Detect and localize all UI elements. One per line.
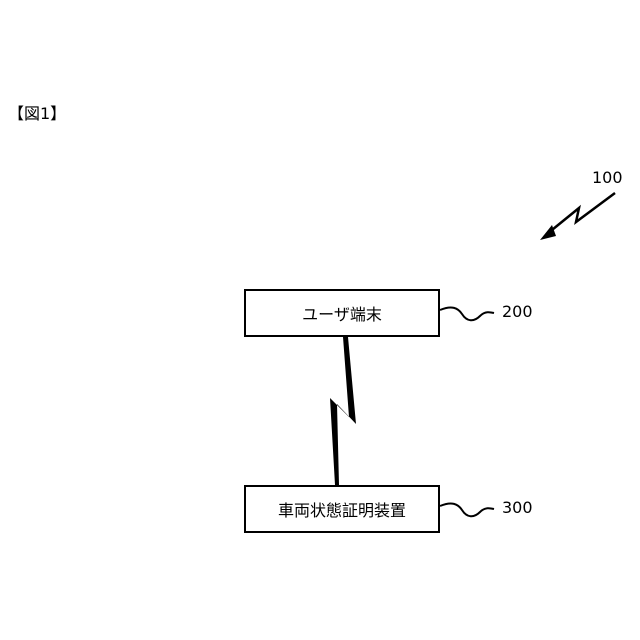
leader-line-300	[440, 503, 494, 516]
wireless-link-icon	[330, 337, 356, 485]
system-ref-label: 100	[592, 168, 623, 188]
user-terminal-label: ユーザ端末	[302, 301, 382, 325]
vehicle-certification-device-ref: 300	[502, 498, 533, 518]
vehicle-certification-device-box: 車両状態証明装置	[244, 485, 440, 533]
user-terminal-ref: 200	[502, 302, 533, 322]
system-arrow-icon	[540, 193, 615, 240]
vehicle-certification-device-label: 車両状態証明装置	[278, 497, 406, 521]
user-terminal-box: ユーザ端末	[244, 289, 440, 337]
leader-line-200	[440, 307, 494, 320]
